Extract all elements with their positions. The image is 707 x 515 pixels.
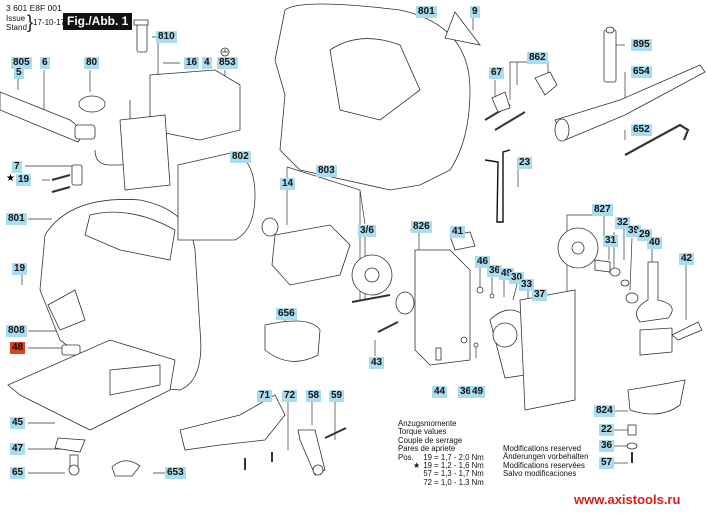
torque-title-en: Torque values — [398, 427, 447, 437]
part-label-57: 57 — [599, 457, 615, 469]
part-label-4: 4 — [202, 57, 212, 69]
part-label-19-star: 19 — [16, 174, 32, 186]
figure-label: Fig./Abb. 1 — [63, 13, 133, 30]
torque-prefix: Pos. — [398, 452, 414, 462]
mods-es: Salvo modificaciones — [503, 469, 577, 479]
brace-symbol: } — [27, 12, 34, 32]
torque-value: 1,0 - 1,3 Nm — [440, 477, 484, 487]
part-label-36-bot: 36 — [599, 440, 615, 452]
part-label-653: 653 — [165, 467, 186, 479]
torque-value: 1,2 - 1,6 Nm — [440, 461, 484, 471]
watermark-url: www.axistools.ru — [574, 492, 681, 507]
mods-de: Änderungen vorbehalten — [503, 452, 589, 462]
issue-stand-label: Issue Stand — [6, 14, 27, 32]
part-label-19-left: 19 — [12, 263, 28, 275]
mods-fr: Modifications reservées — [503, 460, 585, 470]
part-label-72: 72 — [282, 390, 298, 402]
torque-value: 1,3 - 1,7 Nm — [440, 469, 484, 479]
part-label-33: 33 — [519, 279, 535, 291]
part-label-862: 862 — [527, 52, 548, 64]
torque-row: 57 = 1,3 - 1,7 Nm — [398, 469, 484, 479]
star-marker: ★ — [6, 173, 15, 184]
torque-pos: 19 — [423, 461, 432, 471]
issue-label: Issue — [6, 14, 26, 23]
part-label-36-mid: 36 — [458, 386, 474, 398]
part-label-652: 652 — [631, 124, 652, 136]
part-label-49-mid: 49 — [470, 386, 486, 398]
part-label-47: 47 — [10, 443, 26, 455]
torque-row: 72 = 1,0 - 1,3 Nm — [398, 477, 484, 487]
part-label-5: 5 — [14, 67, 24, 79]
part-label-40: 40 — [647, 237, 663, 249]
part-label-895: 895 — [631, 39, 652, 51]
torque-row: Pos.19 = 1,7 - 2,0 Nm — [398, 452, 484, 462]
torque-title-es: Pares de apriete — [398, 444, 456, 454]
star-icon: ★ — [413, 461, 420, 471]
torque-pos: 57 — [423, 469, 432, 479]
part-label-43: 43 — [369, 357, 385, 369]
part-label-80: 80 — [84, 57, 100, 69]
torque-row: ★19 = 1,2 - 1,6 Nm — [398, 461, 484, 471]
part-label-44: 44 — [432, 386, 448, 398]
part-label-67: 67 — [489, 67, 505, 79]
part-label-810: 810 — [156, 31, 177, 43]
part-label-58: 58 — [306, 390, 322, 402]
torque-pos: 19 — [423, 452, 432, 462]
torque-value: 1,7 - 2,0 Nm — [440, 452, 484, 462]
part-label-824: 824 — [594, 405, 615, 417]
part-label-41: 41 — [450, 226, 466, 238]
torque-pos: 72 — [423, 477, 432, 487]
part-label-16: 16 — [184, 57, 200, 69]
part-label-827: 827 — [592, 204, 613, 216]
part-label-23: 23 — [517, 157, 533, 169]
modifications-notice: Modifications reserved Änderungen vorbeh… — [503, 444, 589, 479]
part-label-3-6: 3/6 — [358, 225, 376, 237]
part-label-9: 9 — [470, 6, 480, 18]
part-label-802: 802 — [230, 151, 251, 163]
stand-label: Stand — [6, 23, 27, 32]
part-label-803: 803 — [316, 165, 337, 177]
part-shapes — [0, 3, 706, 477]
part-label-7: 7 — [12, 161, 22, 173]
part-label-65: 65 — [10, 467, 26, 479]
part-label-14: 14 — [280, 178, 296, 190]
part-label-36-top: 36 — [487, 265, 503, 277]
part-label-654: 654 — [631, 66, 652, 78]
torque-title-fr: Couple de serrage — [398, 435, 463, 445]
part-label-656: 656 — [276, 308, 297, 320]
part-label-42: 42 — [679, 253, 695, 265]
part-label-37: 37 — [532, 289, 548, 301]
cord-part — [0, 91, 86, 143]
part-label-853: 853 — [217, 57, 238, 69]
mods-en: Modifications reserved — [503, 444, 582, 453]
part-label-805: 805 — [11, 57, 32, 69]
part-label-45: 45 — [10, 417, 26, 429]
part-label-801-top: 801 — [416, 6, 437, 18]
part-label-59: 59 — [329, 390, 345, 402]
issue-date: 17-10-17 — [33, 18, 66, 27]
part-label-22: 22 — [599, 424, 615, 436]
part-label-808: 808 — [6, 325, 27, 337]
torque-title-de: Anzugsmomente — [398, 419, 457, 428]
part-label-31: 31 — [603, 235, 619, 247]
part-label-48-highlighted: 48 — [10, 342, 26, 354]
torque-values: Anzugsmomente Torque values Couple de se… — [398, 419, 484, 487]
part-label-46: 46 — [475, 256, 491, 268]
part-code: 3 601 E8F 001 — [6, 3, 62, 13]
part-label-6: 6 — [40, 57, 50, 69]
part-label-801-left: 801 — [6, 213, 27, 225]
part-label-826: 826 — [411, 221, 432, 233]
part-label-71: 71 — [257, 390, 273, 402]
